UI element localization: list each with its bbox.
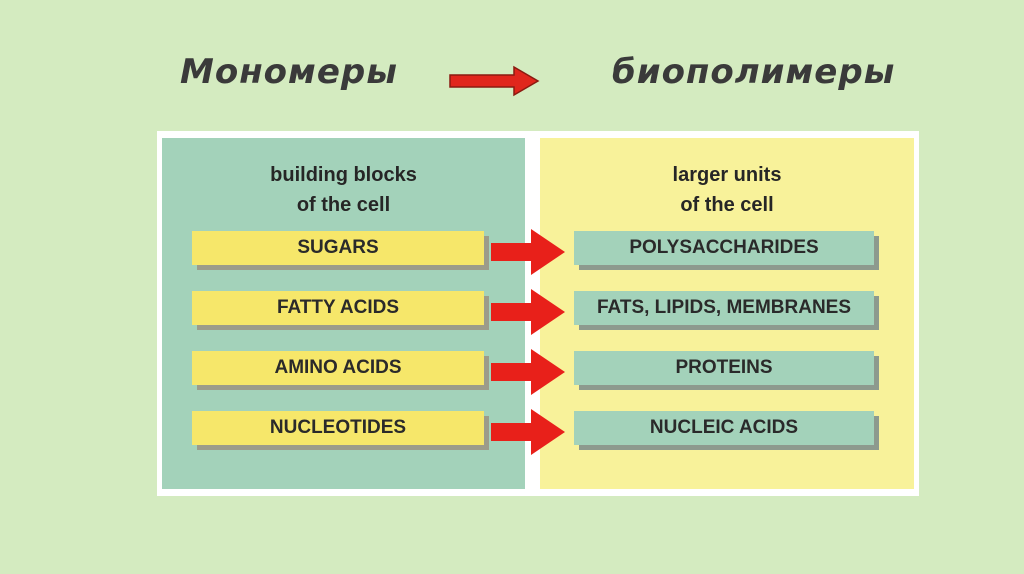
polymer-box-fats-lipids-membranes: FATS, LIPIDS, MEMBRANES [574, 291, 874, 325]
heading-line: larger units [672, 164, 782, 186]
right-arrow-icon [491, 409, 565, 455]
heading-line: building blocks [270, 164, 417, 186]
right-arrow-icon [491, 349, 565, 395]
monomer-box-sugars: SUGARS [192, 231, 484, 265]
polymer-box-polysaccharides: POLYSACCHARIDES [574, 231, 874, 265]
title-arrow-icon [449, 65, 540, 97]
monomers-title: Мономеры [180, 52, 398, 92]
building-blocks-heading: building blocks of the cell [162, 160, 525, 220]
polymer-box-nucleic-acids: NUCLEIC ACIDS [574, 411, 874, 445]
monomer-box-fatty-acids: FATTY ACIDS [192, 291, 484, 325]
heading-line: of the cell [296, 194, 391, 216]
right-arrow-icon [491, 229, 565, 275]
right-arrow-icon [491, 289, 565, 335]
heading-line: of the cell [680, 194, 774, 216]
larger-units-heading: larger units of the cell [540, 160, 914, 220]
monomer-box-amino-acids: AMINO ACIDS [192, 351, 484, 385]
biopolymers-title: биополимеры [612, 52, 896, 92]
polymer-box-proteins: PROTEINS [574, 351, 874, 385]
monomer-box-nucleotides: NUCLEOTIDES [192, 411, 484, 445]
monomer-polymer-diagram: building blocks of the cell larger units… [157, 131, 919, 496]
